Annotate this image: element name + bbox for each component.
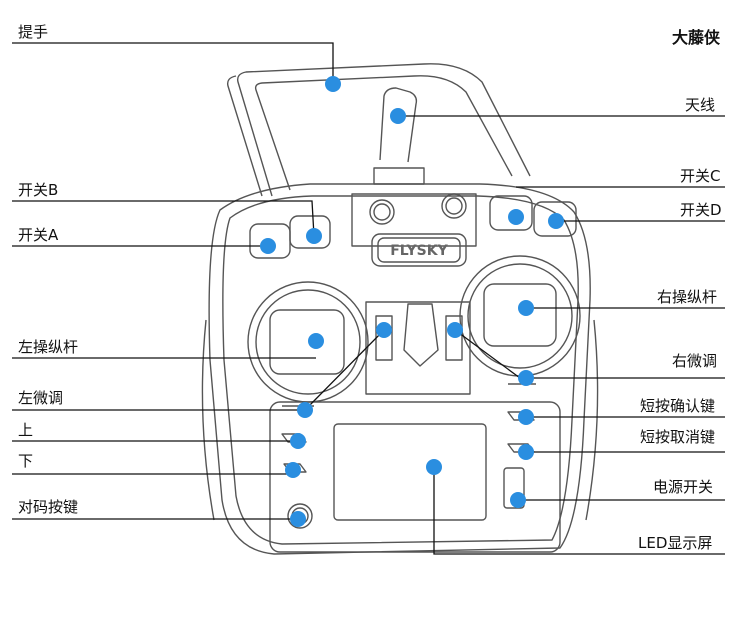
brand-text: 大藤侠 — [672, 28, 721, 47]
label-switch-a: 开关A — [18, 226, 59, 244]
marker-handle — [325, 76, 341, 92]
marker-switch-c — [508, 209, 524, 225]
label-left-stick: 左操纵杆 — [18, 338, 79, 356]
marker-up — [290, 433, 306, 449]
label-confirm-key: 短按确认键 — [640, 397, 716, 415]
label-left-trim: 左微调 — [18, 389, 64, 407]
marker-right-trim-center — [447, 322, 463, 338]
marker-right-stick — [518, 300, 534, 316]
label-led-screen: LED显示屏 — [638, 534, 713, 552]
label-handle: 提手 — [18, 23, 49, 41]
marker-led-screen — [426, 459, 442, 475]
label-switch-b: 开关B — [18, 181, 59, 199]
marker-switch-b — [306, 228, 322, 244]
label-power-switch: 电源开关 — [653, 478, 714, 496]
label-switch-d: 开关D — [680, 201, 722, 219]
marker-left-trim-center — [376, 322, 392, 338]
label-cancel-key: 短按取消键 — [640, 428, 716, 446]
marker-switch-a — [260, 238, 276, 254]
marker-left-stick — [308, 333, 324, 349]
marker-confirm-key — [518, 409, 534, 425]
label-bind-key: 对码按键 — [18, 498, 79, 516]
marker-power-switch — [510, 492, 526, 508]
label-switch-c: 开关C — [680, 167, 721, 185]
marker-cancel-key — [518, 444, 534, 460]
flysky-logo-text: FLYSKY — [390, 243, 448, 259]
label-antenna: 天线 — [685, 96, 716, 114]
label-down: 下 — [18, 452, 34, 470]
marker-antenna — [390, 108, 406, 124]
marker-dots — [260, 76, 564, 527]
leader-lines — [12, 42, 725, 555]
marker-left-trim — [297, 402, 313, 418]
marker-switch-d — [548, 213, 564, 229]
marker-bind-key — [290, 511, 306, 527]
label-right-trim: 右微调 — [672, 352, 718, 370]
label-right-stick: 右操纵杆 — [657, 288, 718, 306]
label-up: 上 — [18, 421, 34, 439]
marker-right-trim — [518, 370, 534, 386]
marker-down — [285, 462, 301, 478]
